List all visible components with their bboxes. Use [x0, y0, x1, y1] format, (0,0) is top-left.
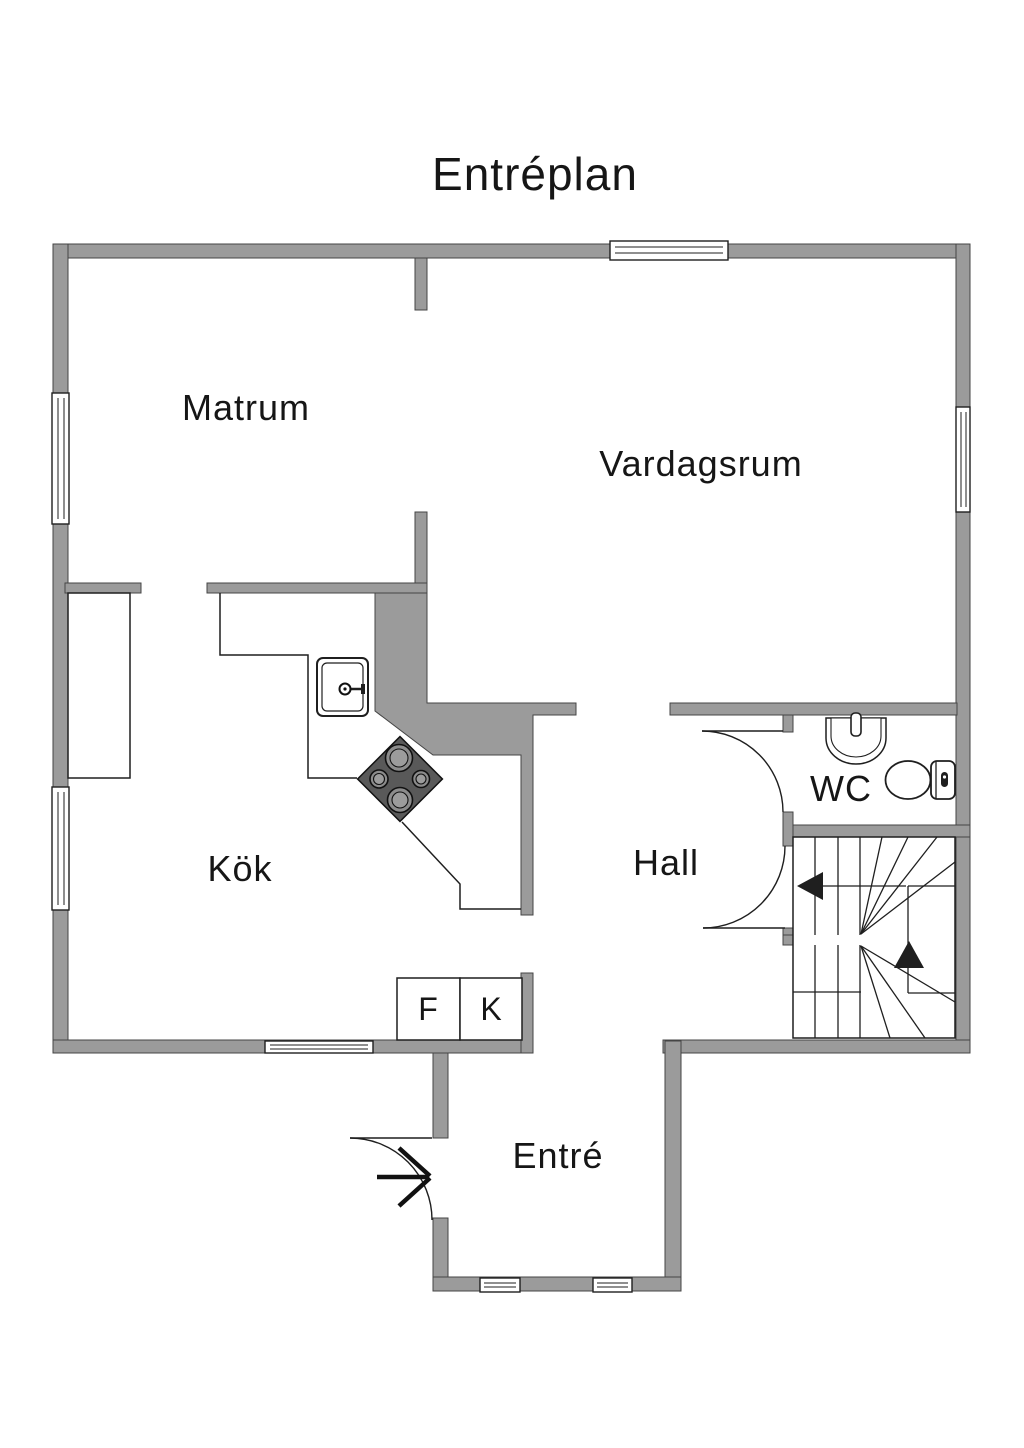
stairs [792, 836, 956, 1039]
closet [67, 592, 131, 779]
sink-icon [316, 657, 369, 717]
stove-hob-icon [356, 735, 444, 823]
hall-door-icon [702, 845, 786, 929]
room-label-vardagsrum: Vardagsrum [599, 443, 802, 484]
room-label-hall: Hall [633, 842, 699, 883]
appliance-boxes [396, 977, 523, 1041]
kitchen-fixtures [67, 592, 523, 1041]
window-icon-entre-right [592, 1277, 633, 1293]
freezer-box [396, 977, 461, 1041]
counter-edge-lower [401, 821, 521, 910]
entry-door-icon [349, 1137, 433, 1221]
page-title: Entréplan [432, 148, 638, 200]
toilet-icon [884, 760, 956, 800]
window-icon-right [955, 406, 971, 513]
room-label-kok: Kök [207, 848, 272, 889]
lavatory-sink-icon [825, 712, 887, 765]
window-icon-left-upper [51, 392, 70, 525]
window-icon-kitchen [264, 1040, 374, 1054]
window-icon-top [609, 240, 729, 261]
wc-fixtures [825, 712, 956, 800]
stair-arrow-up-icon [894, 941, 924, 968]
counter-edge-upper [219, 593, 357, 779]
entry-arrow-icon [377, 1146, 432, 1208]
freezer-label: F [418, 991, 438, 1027]
window-icon-left-lower [51, 786, 70, 911]
windows [51, 240, 971, 1293]
fridge-label: K [480, 991, 501, 1027]
room-label-wc: WC [810, 768, 872, 809]
room-label-matrum: Matrum [182, 387, 310, 428]
kitchen-peninsula-wall [374, 592, 577, 916]
doors [349, 730, 786, 1221]
fridge-box [459, 977, 523, 1041]
stair-arrow-left-icon [797, 872, 823, 900]
interior-walls [64, 257, 971, 1292]
window-icon-entre-left [479, 1277, 521, 1293]
wc-door-icon [701, 730, 784, 813]
room-label-entre: Entré [512, 1135, 603, 1176]
